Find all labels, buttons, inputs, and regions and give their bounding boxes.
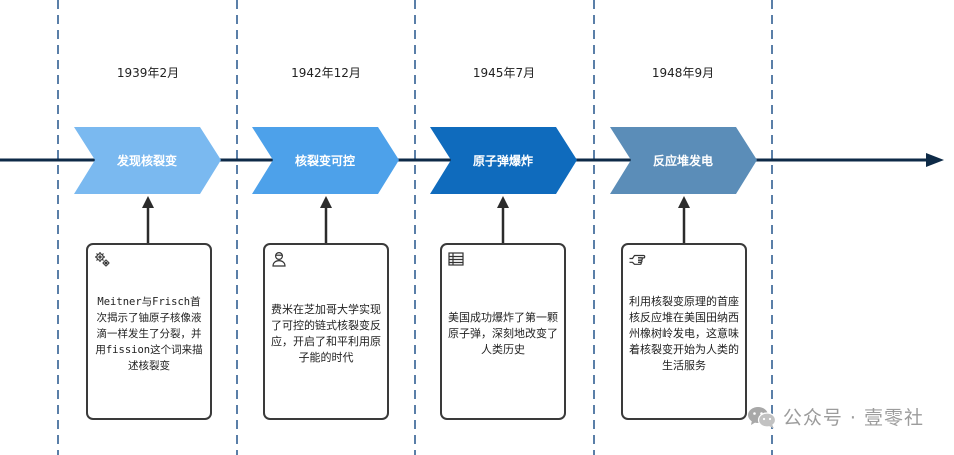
watermark: 公众号 · 壹零社: [747, 403, 924, 430]
connectors: [142, 196, 690, 243]
timeline-arrowhead: [926, 153, 944, 167]
person-icon: [272, 251, 286, 267]
connector-arrowhead: [142, 196, 154, 208]
event-title: 发现核裂变: [116, 154, 177, 168]
event-title: 反应堆发电: [652, 154, 713, 168]
event-description: 美国成功爆炸了第一颗原子弹，深刻地改变了人类历史: [448, 310, 558, 356]
event-title: 核裂变可控: [294, 154, 355, 168]
event-banner: [74, 127, 221, 194]
event-banner: [610, 127, 757, 194]
event-banner: [252, 127, 399, 194]
event-date: 1945年7月: [472, 66, 536, 80]
event-card: 美国成功爆炸了第一颗原子弹，深刻地改变了人类历史: [440, 243, 566, 420]
watermark-text: 公众号 · 壹零社: [782, 407, 924, 429]
table-icon: [448, 252, 464, 266]
event-card: Meitner与Frisch首次揭示了铀原子核像液滴一样发生了分裂，并用fiss…: [86, 243, 212, 420]
event-date: 1948年9月: [651, 66, 715, 80]
gears-icon: [95, 252, 110, 267]
hand-pointer-icon: [629, 254, 646, 265]
event-date: 1939年2月: [116, 66, 180, 80]
event-banner: [430, 127, 577, 194]
event-description: Meitner与Frisch首次揭示了铀原子核像液滴一样发生了分裂，并用fiss…: [95, 295, 203, 372]
connector-arrowhead: [497, 196, 509, 208]
connector-arrowhead: [320, 196, 332, 208]
connector-arrowhead: [678, 196, 690, 208]
column-dividers: [57, 0, 773, 455]
wechat-icon: [747, 406, 776, 428]
event-date: 1942年12月: [291, 66, 361, 80]
event-description: 利用核裂变原理的首座核反应堆在美国田纳西州橡树岭发电，这意味着核裂变开始为人类的…: [629, 294, 739, 372]
event-description: 费米在芝加哥大学实现了可控的链式核裂变反应，开启了和平利用原子能的时代: [271, 302, 381, 364]
event-title: 原子弹爆炸: [472, 154, 533, 168]
event-card: 利用核裂变原理的首座核反应堆在美国田纳西州橡树岭发电，这意味着核裂变开始为人类的…: [621, 243, 747, 420]
event-card: 费米在芝加哥大学实现了可控的链式核裂变反应，开启了和平利用原子能的时代: [263, 243, 389, 420]
